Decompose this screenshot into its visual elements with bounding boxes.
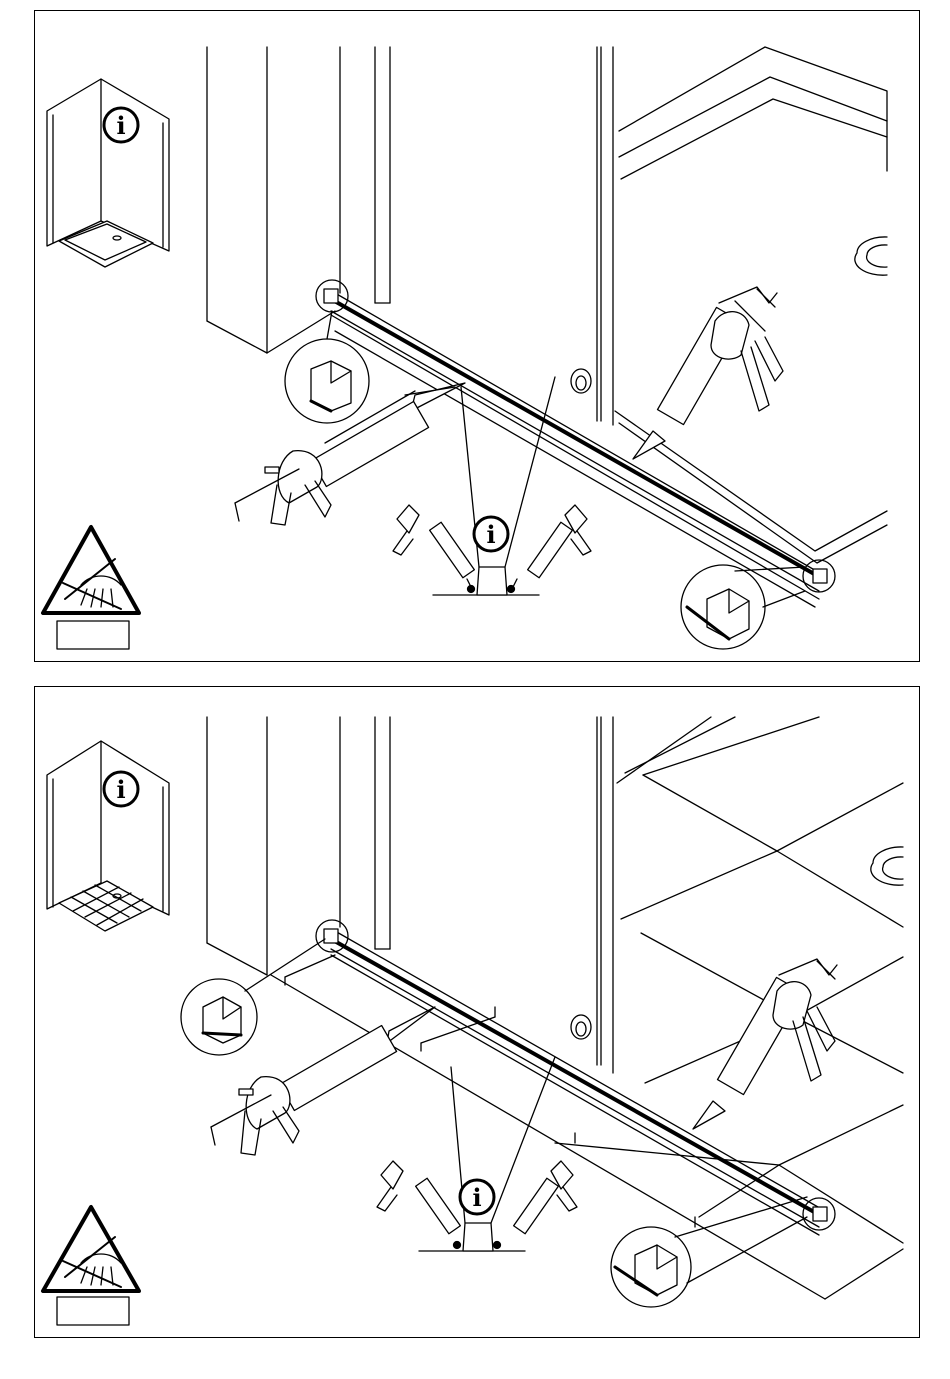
- caulking-gun-icon: [693, 959, 837, 1129]
- info-icon: i: [474, 517, 508, 551]
- cross-section-detail: [393, 377, 591, 595]
- magnifier-detail-icon: [611, 1197, 807, 1307]
- panel-1-illustration: i i: [35, 11, 919, 661]
- caulking-gun-icon: [514, 1161, 577, 1234]
- info-icon: i: [460, 1180, 494, 1214]
- caulking-gun-icon: [513, 505, 591, 587]
- caulking-gun-icon: [393, 505, 474, 587]
- magnifier-detail-icon: [285, 311, 369, 423]
- svg-text:i: i: [472, 1183, 481, 1212]
- svg-text:i: i: [486, 520, 495, 549]
- shower-cubicle-icon: [47, 741, 169, 931]
- svg-text:i: i: [116, 775, 125, 804]
- glass-panels: [207, 47, 613, 425]
- svg-text:i: i: [116, 111, 125, 140]
- no-water-warning-icon: [43, 1207, 139, 1325]
- door-handle: [571, 1015, 591, 1039]
- magnifier-detail-icon: [181, 939, 325, 1055]
- no-water-warning-icon: [43, 527, 139, 649]
- caulking-gun-icon: [377, 1161, 460, 1234]
- panel-tiled-floor: i i: [34, 686, 920, 1338]
- cross-section-detail: [377, 1057, 577, 1251]
- info-icon: i: [104, 772, 138, 806]
- info-icon: i: [104, 108, 138, 142]
- shower-cubicle-icon: [47, 79, 169, 267]
- silicone-bead: [316, 920, 835, 1230]
- magnifier-detail-icon: [681, 565, 805, 649]
- door-handle: [571, 369, 591, 393]
- caulking-gun-icon: [633, 287, 783, 459]
- panel-shower-tray: i i: [34, 10, 920, 662]
- panel-2-illustration: i i: [35, 687, 919, 1337]
